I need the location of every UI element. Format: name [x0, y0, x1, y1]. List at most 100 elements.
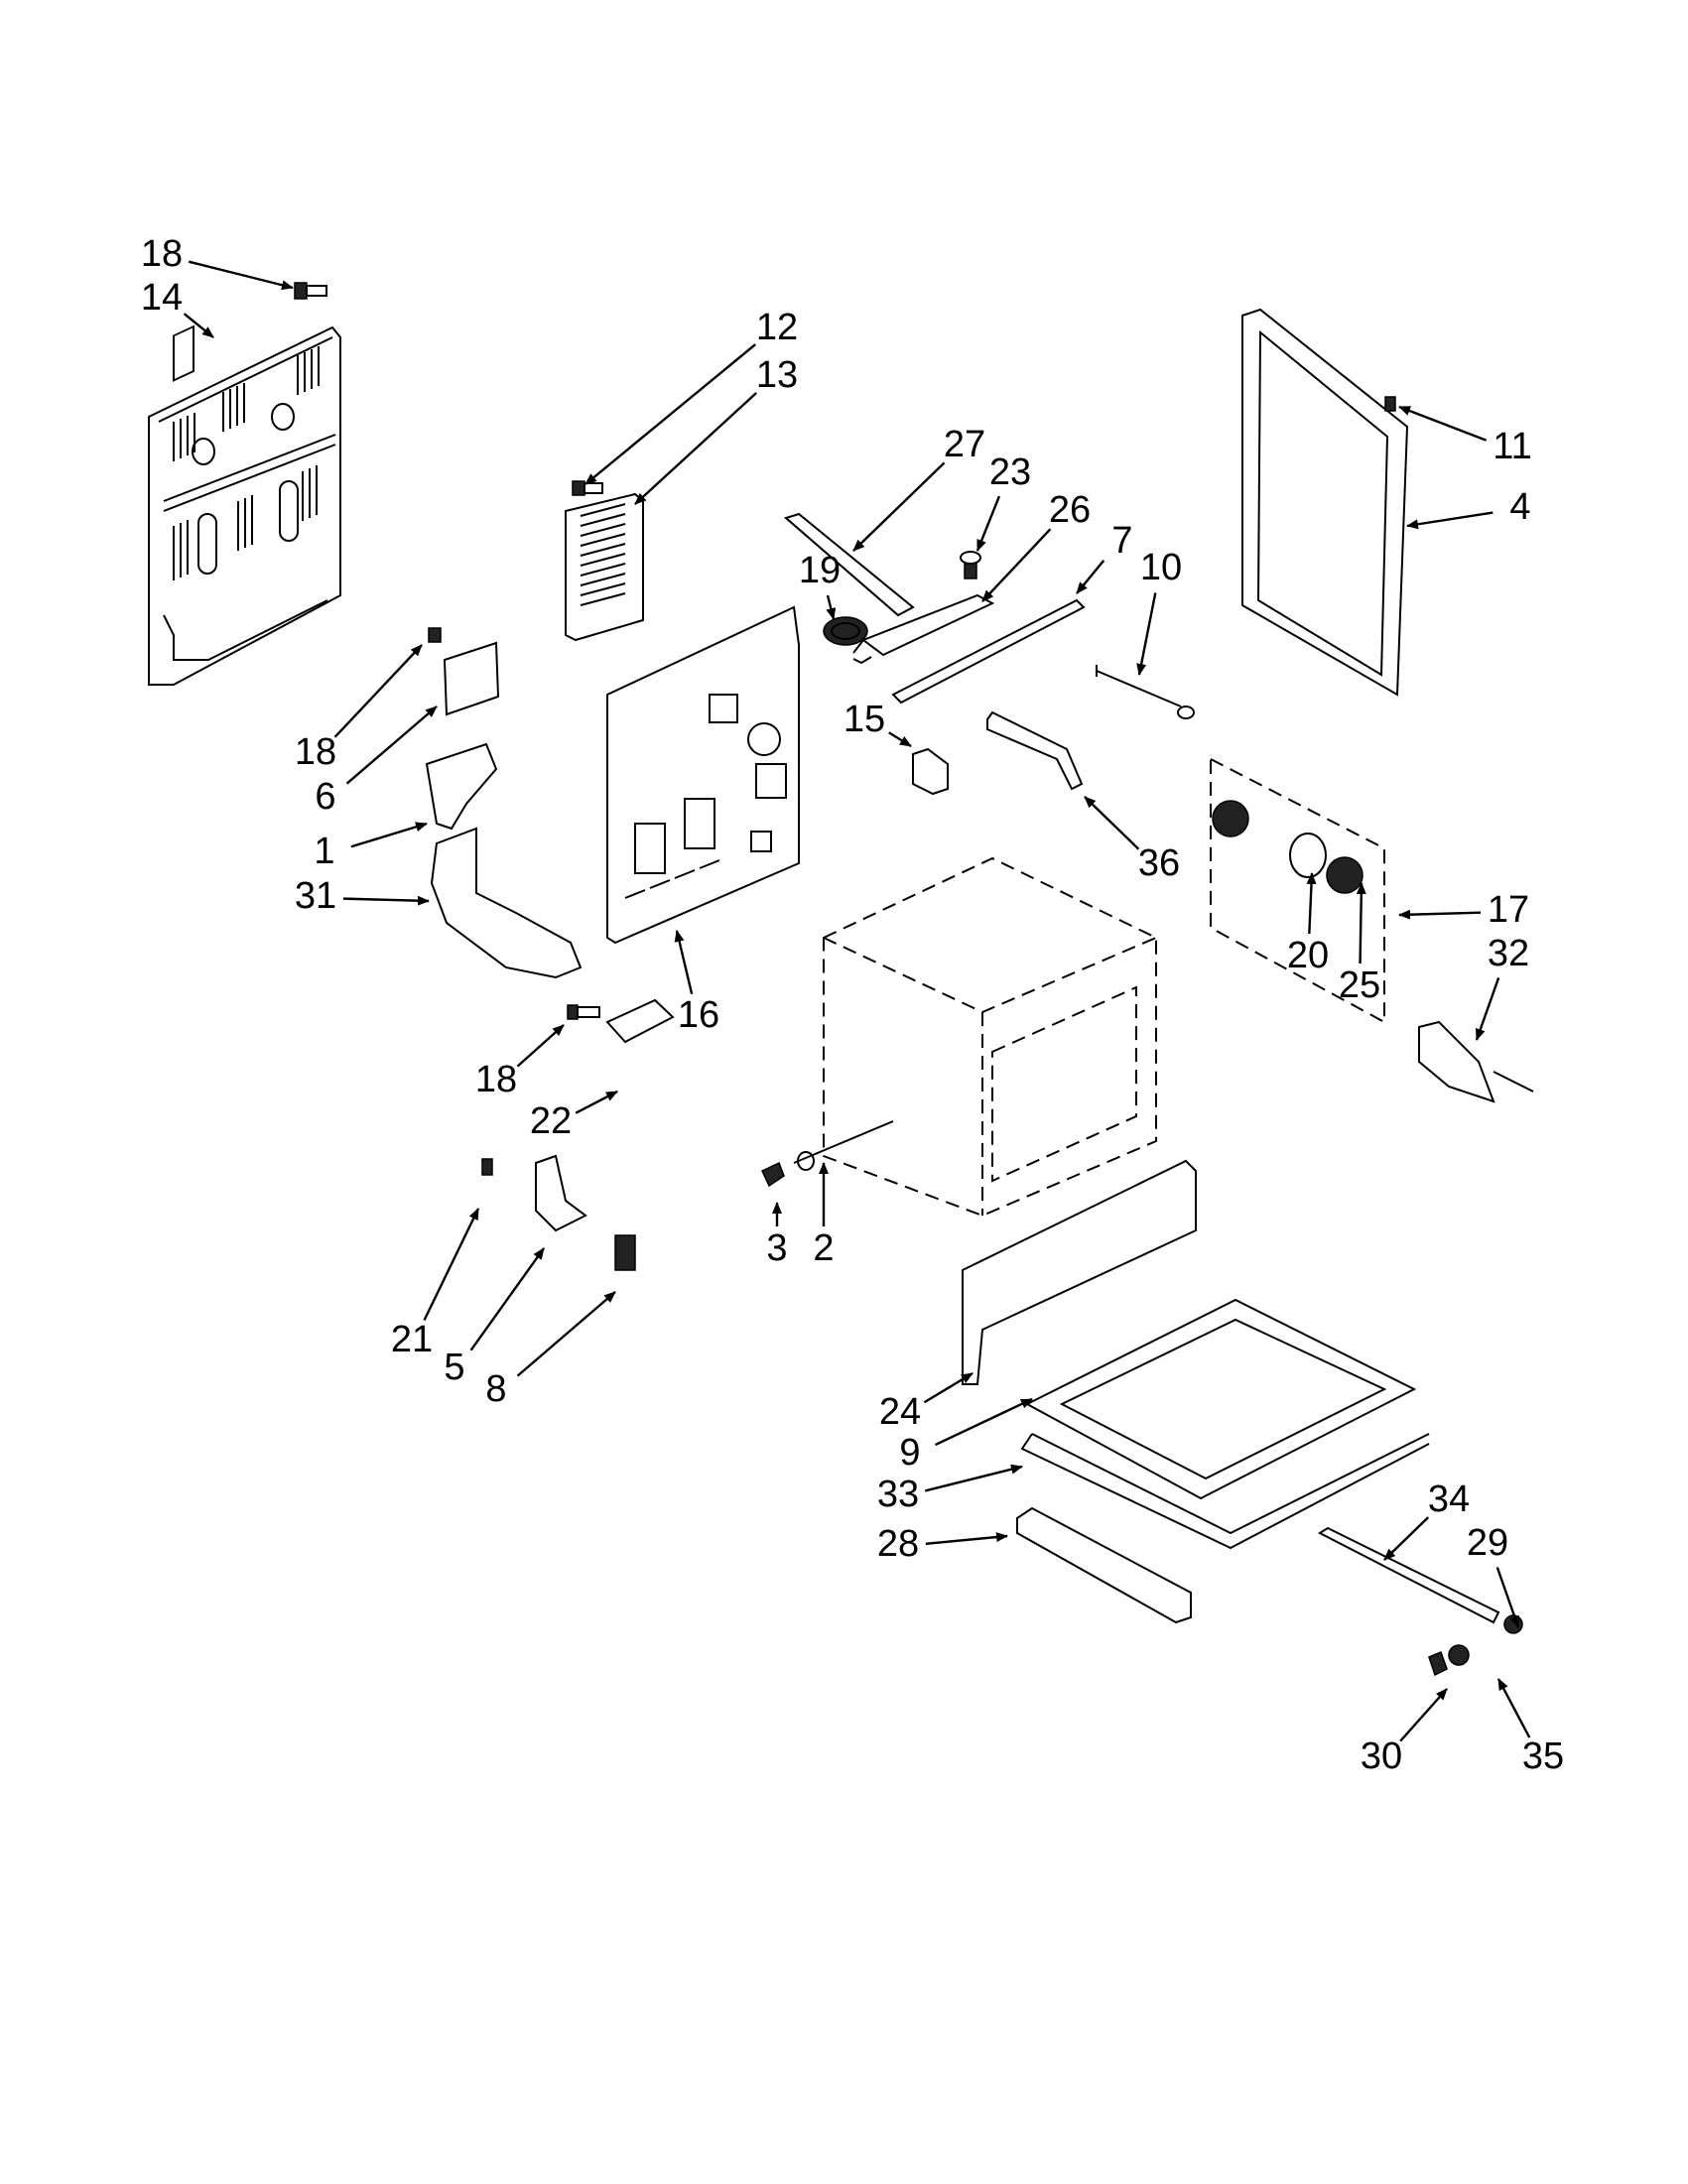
part-36-bar — [986, 710, 1084, 791]
callout-13: 13 — [756, 354, 798, 396]
callout-16: 16 — [678, 994, 719, 1036]
leader-arrows — [183, 260, 1531, 1742]
leader-4 — [1406, 511, 1493, 530]
callout-31: 31 — [295, 875, 336, 917]
callout-15: 15 — [844, 699, 885, 740]
callout-9: 9 — [899, 1432, 920, 1474]
leader-22 — [575, 1090, 618, 1114]
callout-21: 21 — [391, 1319, 433, 1360]
leader-12 — [584, 343, 756, 485]
part-27-strip — [783, 512, 915, 617]
part-cavity — [823, 856, 1157, 1218]
part-31-duct — [430, 827, 583, 979]
part-17-lamp-kit — [1210, 757, 1385, 1024]
part-9-pan — [1024, 1298, 1417, 1500]
leader-18a — [188, 260, 294, 291]
part-10-sensor — [1096, 665, 1195, 719]
callout-20: 20 — [1287, 935, 1329, 976]
leader-18c — [516, 1024, 565, 1068]
leader-11 — [1398, 405, 1488, 442]
leader-34 — [1383, 1516, 1430, 1561]
leader-19 — [826, 594, 837, 620]
leader-26 — [981, 528, 1052, 602]
leader-31 — [342, 895, 430, 906]
callout-1: 1 — [314, 831, 334, 872]
callout-7: 7 — [1111, 520, 1132, 562]
leader-14 — [183, 313, 214, 338]
part-30-35-hardware — [1428, 1644, 1470, 1677]
callout-10: 10 — [1140, 547, 1182, 588]
callout-2: 2 — [813, 1227, 834, 1269]
leader-9 — [934, 1397, 1033, 1447]
part-4-frame — [1241, 308, 1409, 697]
leader-20 — [1306, 872, 1317, 935]
callout-19: 19 — [799, 550, 841, 591]
part-33-plate — [1020, 1433, 1430, 1550]
part-15-clip — [912, 747, 949, 796]
leader-10 — [1136, 592, 1157, 676]
callout-18a: 18 — [141, 233, 183, 275]
callout-29: 29 — [1467, 1522, 1508, 1564]
leader-35 — [1496, 1678, 1531, 1738]
part-3-2-hardware — [761, 1120, 894, 1188]
part-6-plate — [428, 627, 500, 716]
callout-4: 4 — [1509, 486, 1530, 528]
part-22-bracket — [567, 998, 675, 1044]
callout-6: 6 — [315, 776, 335, 818]
part-32-bracket — [1418, 1020, 1534, 1103]
leader-21 — [423, 1208, 480, 1322]
leader-7 — [1076, 560, 1105, 594]
part-16-wall — [606, 605, 800, 945]
callout-26: 26 — [1049, 489, 1091, 531]
leader-24 — [923, 1371, 974, 1404]
callout-33: 33 — [877, 1474, 919, 1515]
callout-18c: 18 — [475, 1059, 517, 1100]
callout-23: 23 — [989, 451, 1031, 493]
part-7-strip — [891, 598, 1086, 705]
callout-24: 24 — [879, 1391, 921, 1433]
callout-14: 14 — [141, 277, 183, 319]
leader-13 — [634, 392, 757, 505]
part-13-vent-bracket — [565, 480, 644, 642]
leader-33 — [924, 1464, 1023, 1492]
leader-25 — [1356, 882, 1366, 964]
part-1-duct — [425, 742, 498, 831]
leader-23 — [975, 495, 1001, 552]
callout-3: 3 — [766, 1227, 787, 1269]
leader-32 — [1475, 977, 1500, 1041]
callout-36: 36 — [1138, 842, 1180, 884]
part-8-leveler — [614, 1234, 636, 1271]
callout-25: 25 — [1339, 964, 1380, 1006]
leader-36 — [1084, 796, 1140, 850]
callout-28: 28 — [877, 1523, 919, 1565]
callout-30: 30 — [1361, 1735, 1402, 1777]
part-19-fan — [823, 616, 868, 646]
callout-34: 34 — [1428, 1478, 1470, 1520]
callout-12: 12 — [756, 307, 798, 348]
callout-22: 22 — [530, 1100, 572, 1142]
leader-29 — [1495, 1567, 1520, 1628]
callout-8: 8 — [485, 1368, 506, 1410]
callout-27: 27 — [944, 424, 985, 465]
leader-15 — [888, 731, 912, 748]
callout-35: 35 — [1522, 1735, 1564, 1777]
leader-8 — [516, 1291, 616, 1377]
leader-18b — [333, 644, 423, 738]
leader-27 — [852, 461, 946, 552]
leader-30 — [1399, 1688, 1448, 1742]
part-14-rear-panel — [148, 282, 341, 686]
part-5-bracket — [481, 1154, 587, 1232]
leader-17 — [1398, 909, 1482, 920]
leader-5 — [469, 1247, 545, 1351]
leader-1 — [350, 822, 428, 848]
callout-32: 32 — [1488, 933, 1529, 974]
part-26-bracket — [852, 551, 995, 665]
leader-28 — [925, 1532, 1008, 1546]
callout-18b: 18 — [295, 731, 336, 773]
leader-16 — [674, 930, 694, 995]
callout-5: 5 — [444, 1347, 464, 1388]
leader-6 — [345, 706, 438, 785]
part-24-frame — [962, 1159, 1197, 1385]
